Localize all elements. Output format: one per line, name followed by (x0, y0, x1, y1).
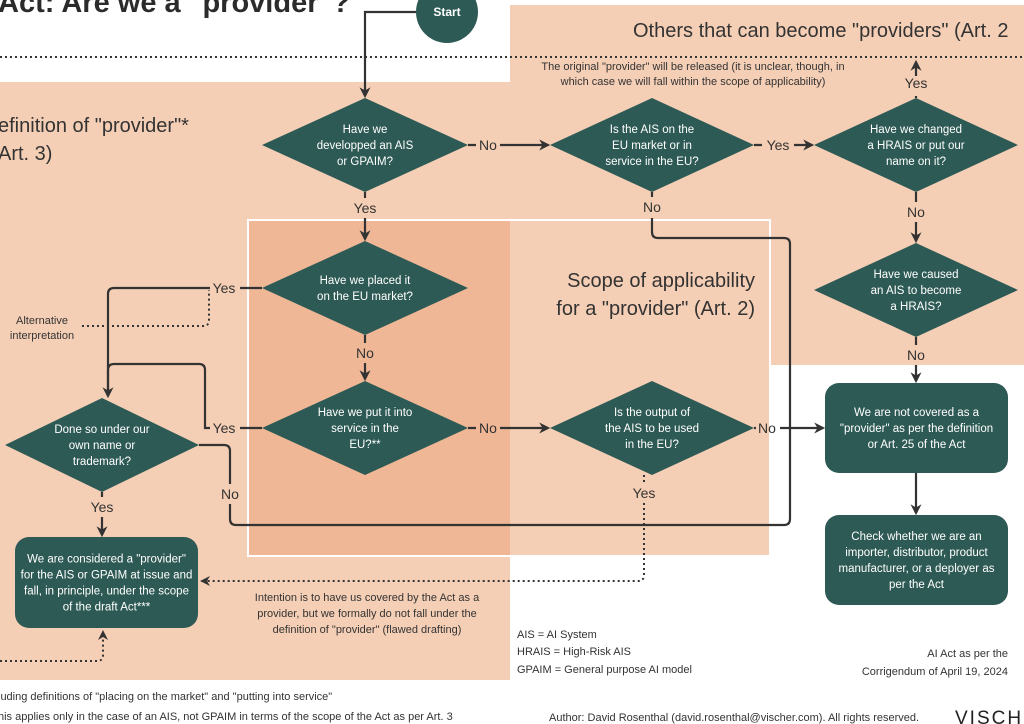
node-label: an AIS to become (871, 285, 962, 297)
outcome-considered[interactable] (15, 537, 198, 628)
footnote: luding definitions of "placing on the ma… (0, 691, 332, 703)
node-label: We are considered a "provider" (27, 554, 186, 566)
legend-item: AIS = AI System (517, 629, 597, 641)
edge-label-yes: Yes (767, 137, 790, 153)
edge-label-yes: Yes (213, 280, 236, 296)
version-note: Corrigendum of April 19, 2024 (862, 666, 1008, 678)
intention-note: provider, but we formally do not fall un… (257, 608, 477, 620)
edge-label-no: No (907, 347, 925, 363)
released-note: The original "provider" will be released… (541, 61, 844, 73)
node-label: EU?** (349, 439, 381, 451)
node-label: Have we put it into (318, 407, 413, 419)
decision-service[interactable] (262, 381, 468, 475)
page-title: Act: Are we a "provider"? (0, 0, 350, 19)
edge-label-no: No (356, 345, 374, 361)
legend-item: GPAIM = General purpose AI model (517, 664, 692, 676)
start-label: Start (433, 5, 460, 19)
decision-developed[interactable] (262, 98, 468, 192)
node-label: of the draft Act*** (63, 602, 151, 614)
edge-label-no: No (758, 420, 776, 436)
scope-region-border (247, 219, 771, 557)
node-label: "provider" as per the definition (840, 423, 993, 435)
node-label: Have we caused (873, 269, 958, 281)
intention-note: definition of "provider" (flawed draftin… (273, 624, 462, 636)
node-label: fall, in principle, under the scope (24, 586, 189, 598)
node-label: or GPAIM? (337, 156, 393, 168)
edge-label-no: No (479, 420, 497, 436)
decision-caused[interactable] (814, 243, 1018, 337)
node-label: Have we changed (870, 124, 962, 136)
decision-own-name[interactable] (5, 398, 199, 492)
definition-region-title: Art. 3) (0, 143, 52, 165)
edge-label-no: No (643, 199, 661, 215)
node-label: per the Act (889, 579, 945, 591)
legend-item: HRAIS = High-Risk AIS (517, 646, 631, 658)
released-note: which case we will fall within the scope… (560, 76, 826, 88)
node-label: or Art. 25 of the Act (868, 439, 967, 451)
node-label: trademark? (73, 456, 131, 468)
node-label: for the AIS or GPAIM at issue and (21, 570, 193, 582)
definition-region-title: efinition of "provider"* (0, 115, 189, 137)
author-credit: Author: David Rosenthal (david.rosenthal… (549, 712, 919, 724)
intention-note: Intention is to have us covered by the A… (255, 592, 480, 604)
edge-label-yes: Yes (354, 200, 377, 216)
node-label: EU market or in (612, 140, 692, 152)
footnote: his applies only in the case of an AIS, … (0, 711, 453, 723)
edge-label-yes: Yes (905, 75, 928, 91)
node-label: Is the AIS on the (610, 124, 694, 136)
node-label: Have we (343, 124, 388, 136)
edge-label-yes: Yes (633, 485, 656, 501)
scope-region-title: Scope of applicability (567, 270, 755, 292)
alternative-note: interpretation (10, 330, 74, 342)
outcome-not-covered[interactable] (825, 383, 1008, 473)
decision-on-market[interactable] (550, 98, 754, 192)
node-label: Is the output of (614, 407, 691, 419)
outcome-check[interactable] (825, 515, 1008, 605)
node-label: name on it? (886, 156, 946, 168)
decision-changed[interactable] (814, 98, 1018, 192)
decision-placed[interactable] (262, 241, 468, 335)
edge-label-yes: Yes (213, 420, 236, 436)
start-node[interactable]: Start (416, 0, 478, 43)
vischer-logo: VISCHER (955, 708, 1024, 724)
edge-label-yes: Yes (91, 499, 114, 515)
decision-output[interactable] (550, 381, 754, 475)
node-label: importer, distributor, product (845, 547, 988, 559)
node-label: service in the (331, 423, 399, 435)
node-label: a HRAIS? (890, 301, 941, 313)
scope-region-title: for a "provider" (Art. 2) (556, 298, 755, 320)
edge-label-no: No (221, 486, 239, 502)
edge-label-no: No (479, 137, 497, 153)
node-label: manufacturer, or a deployer as (839, 563, 995, 575)
version-note: AI Act as per the (927, 648, 1008, 660)
node-label: Done so under our (54, 424, 149, 436)
node-label: Check whether we are an (851, 531, 981, 543)
node-label: We are not covered as a (854, 407, 980, 419)
node-label: on the EU market? (317, 291, 413, 303)
node-label: in the EU? (625, 439, 679, 451)
node-label: the AIS to be used (605, 423, 699, 435)
alternative-note: Alternative (16, 315, 68, 327)
node-label: own name or (69, 440, 136, 452)
node-label: a HRAIS or put our (867, 140, 964, 152)
node-label: developped an AIS (317, 140, 414, 152)
node-label: Have we placed it (320, 275, 412, 287)
edge-label-no: No (907, 204, 925, 220)
node-label: service in the EU? (605, 156, 698, 168)
others-region-title: Others that can become "providers" (Art.… (633, 20, 1008, 42)
